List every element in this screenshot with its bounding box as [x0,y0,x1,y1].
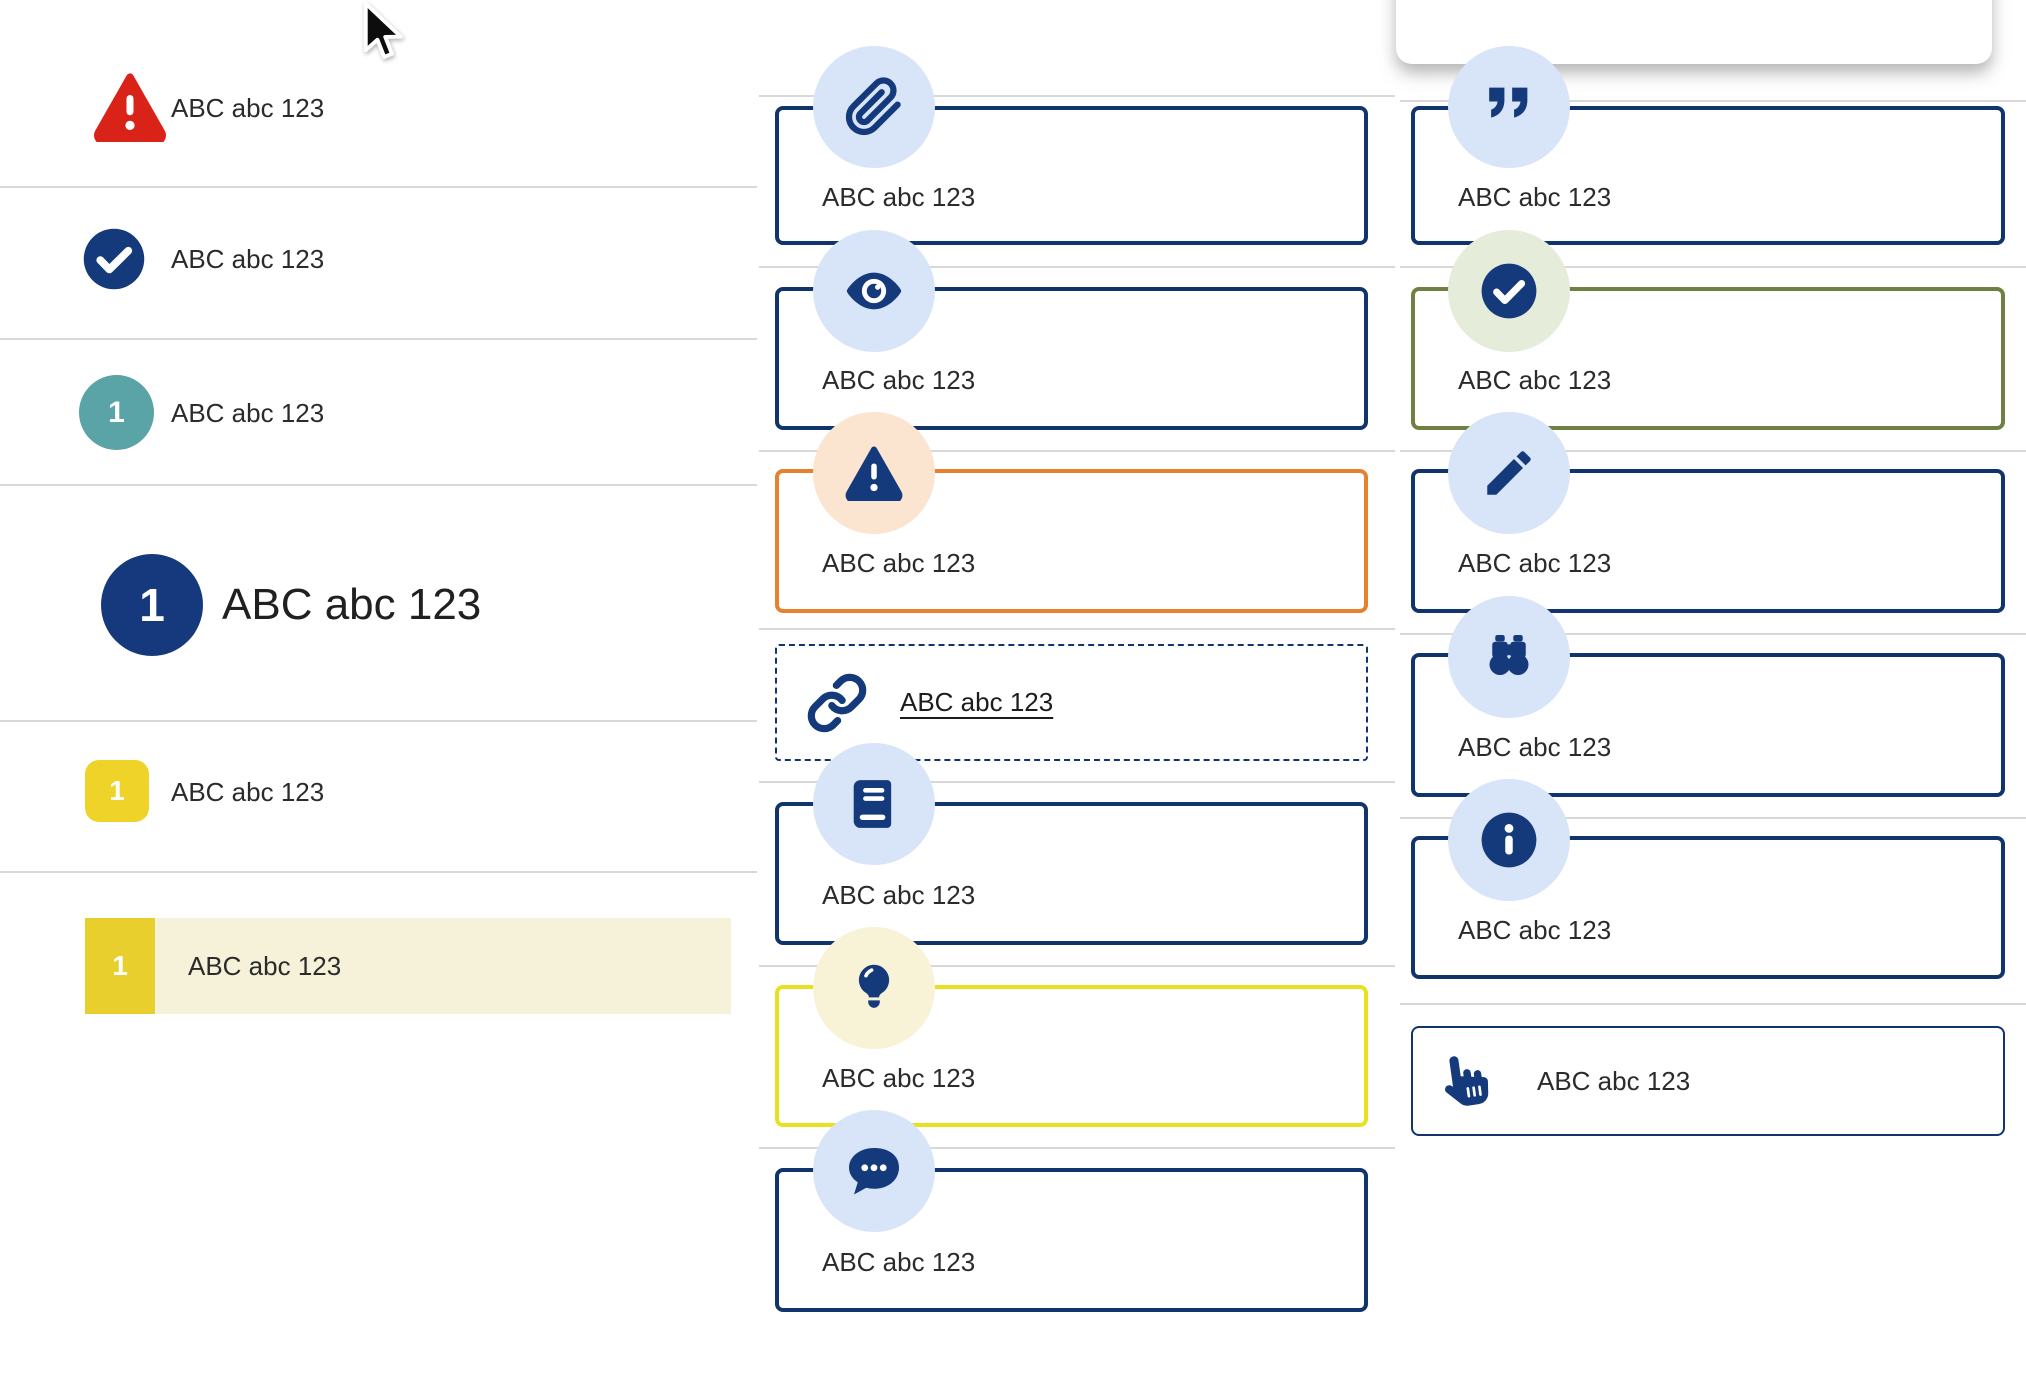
divider [1400,633,2026,635]
list-item-label: ABC abc 123 [171,93,325,123]
card-label: ABC abc 123 [822,548,976,578]
warning-triangle-icon [94,73,166,142]
divider [759,95,1395,97]
divider [759,628,1395,630]
card-label: ABC abc 123 [822,1247,976,1277]
badge-number: 1 [108,395,125,429]
divider [1400,1003,2026,1005]
card-link[interactable] [775,644,1368,761]
numbered-badge-yellow: 1 [85,760,149,822]
divider [759,781,1395,783]
card-warning [775,469,1368,613]
card-label: ABC abc 123 [1458,182,1612,212]
divider [0,720,757,722]
eye-icon [813,230,935,352]
card-label: ABC abc 123 [1537,1066,1691,1096]
list-item-label: ABC abc 123 [171,398,325,428]
divider [759,965,1395,967]
warning-triangle-icon [813,412,935,534]
card-label: ABC abc 123 [1458,365,1612,395]
check-circle-icon [83,228,145,290]
highlighted-row-background [85,918,731,1014]
divider [1400,817,2026,819]
book-icon [813,743,935,865]
divider [0,338,757,340]
card-label: ABC abc 123 [822,365,976,395]
list-item-label: ABC abc 123 [188,951,342,981]
card-label: ABC abc 123 [822,1063,976,1093]
info-icon [1448,779,1570,901]
divider [1400,100,2026,102]
numbered-badge-navy-large: 1 [101,554,203,656]
divider [759,266,1395,268]
card-hand-pointer [1411,1026,2005,1136]
mouse-cursor [363,1,403,59]
card-label: ABC abc 123 [822,182,976,212]
card-link-text[interactable]: ABC abc 123 [900,687,1054,717]
divider [0,186,757,188]
badge-number: 1 [109,775,125,806]
divider [1400,450,2026,452]
section-heading: ABC abc 123 [222,580,482,629]
card-label: ABC abc 123 [822,880,976,910]
list-item-label: ABC abc 123 [171,244,325,274]
card-label: ABC abc 123 [1458,732,1612,762]
card-label: ABC abc 123 [1458,915,1612,945]
link-icon [807,673,867,733]
divider [0,871,757,873]
card-label: ABC abc 123 [1458,548,1612,578]
divider [1400,266,2026,268]
divider [759,1147,1395,1149]
lightbulb-icon [813,927,935,1049]
pencil-icon [1448,412,1570,534]
paperclip-icon [813,46,935,168]
quote-icon [1448,46,1570,168]
numbered-badge-yellow-selected: 1 [85,918,155,1014]
binoculars-icon [1448,596,1570,718]
chat-bubble-icon [813,1110,935,1232]
divider [759,450,1395,452]
badge-number: 1 [139,579,165,631]
list-item-label: ABC abc 123 [171,777,325,807]
numbered-badge-teal: 1 [79,375,154,450]
divider [0,484,757,486]
hand-pointer-icon [1445,1056,1489,1106]
check-circle-icon [1448,230,1570,352]
badge-number: 1 [112,950,128,981]
